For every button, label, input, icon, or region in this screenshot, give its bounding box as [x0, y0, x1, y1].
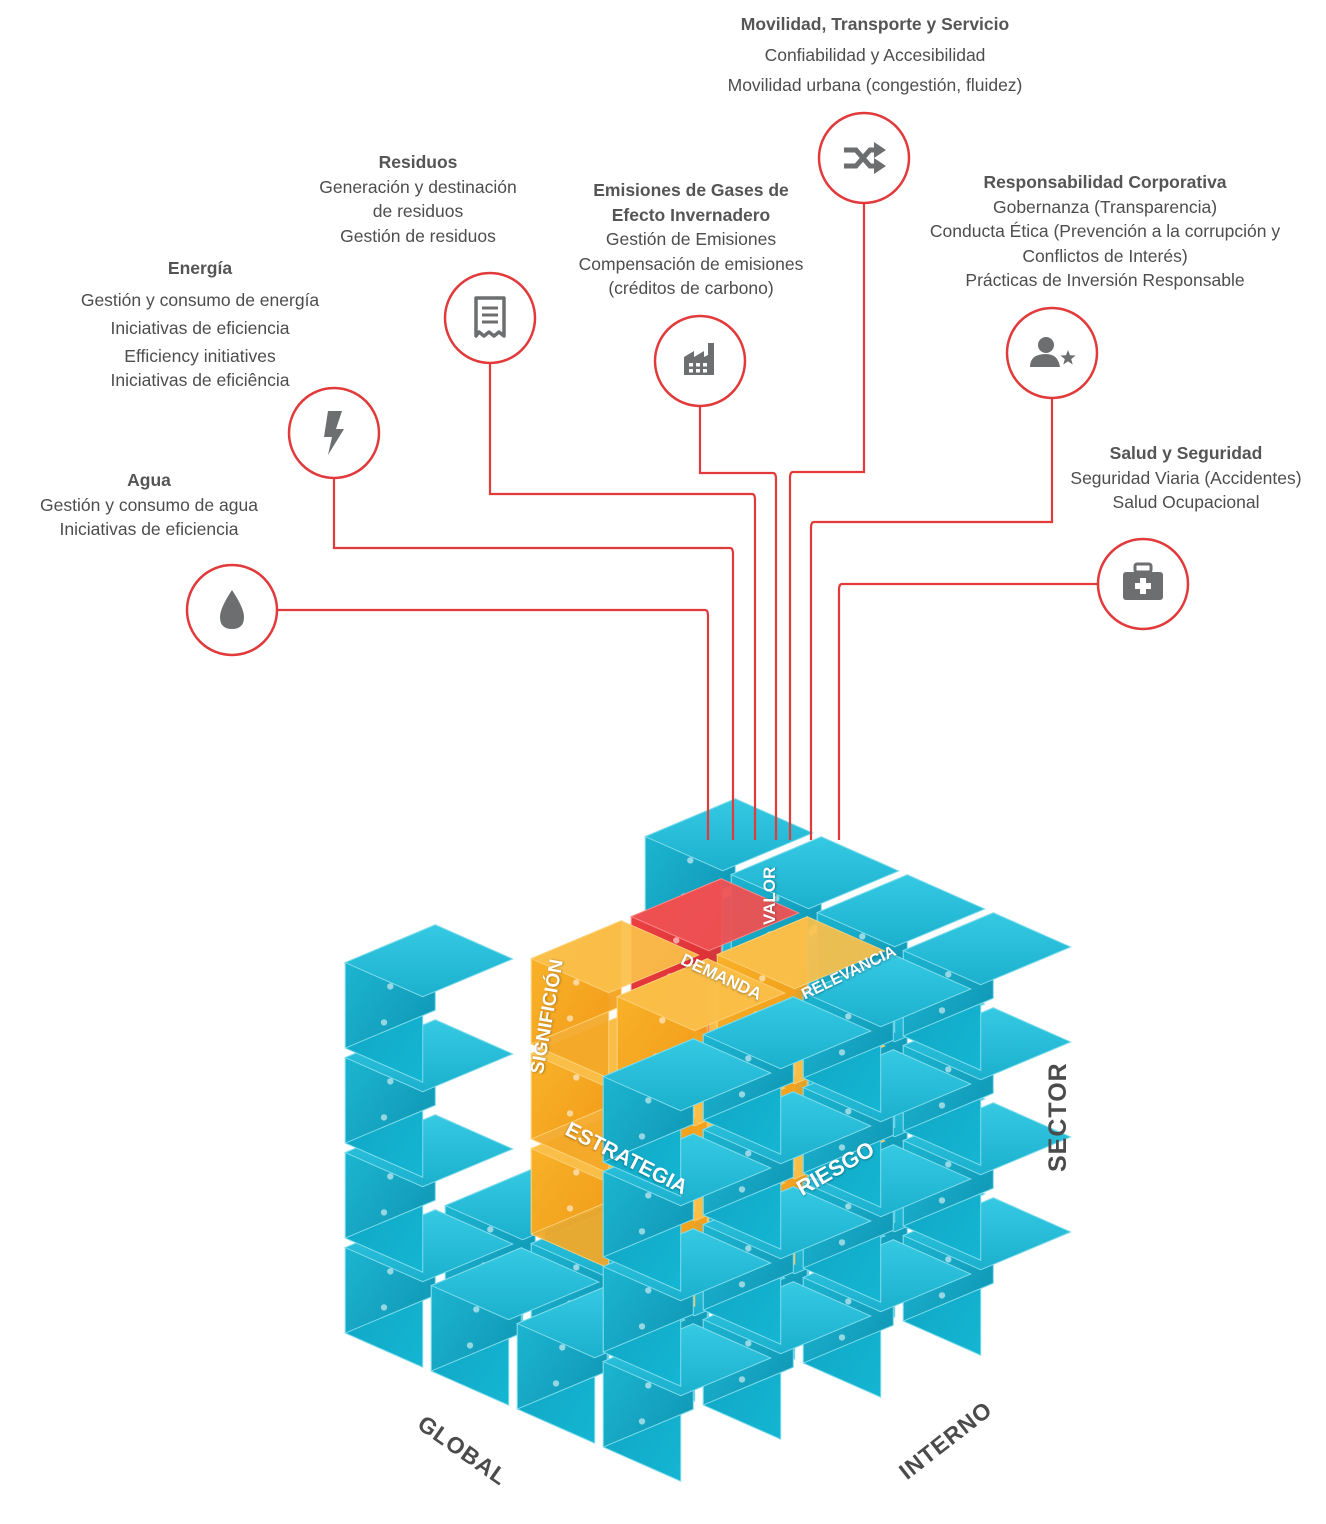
water-drop-icon — [220, 590, 244, 629]
topic-line: Gestión de residuos — [340, 225, 496, 246]
factory-icon — [684, 343, 714, 375]
topic-line: Conducta Ética (Prevención a la corrupci… — [929, 221, 1281, 241]
first-aid-kit-icon — [1123, 562, 1163, 600]
topic-line: Prácticas de Inversión Responsable — [965, 270, 1245, 290]
topic-responsabilidad: Responsabilidad Corporativa Gobernanza (… — [890, 170, 1320, 293]
topic-line: Gestión y consumo de agua — [40, 494, 258, 515]
topic-title: Energía — [167, 258, 233, 278]
topic-emisiones: Emisiones de Gases de Efecto Invernadero… — [541, 178, 841, 301]
topic-line: Confiabilidad y Accesibilidad — [764, 44, 986, 65]
topic-title: Movilidad, Transporte y Servicio — [740, 14, 1010, 34]
topic-line: Gestión y consumo de energía — [80, 290, 320, 310]
topic-line: Conflictos de Interés) — [1022, 245, 1188, 266]
topic-line: de residuos — [372, 201, 464, 221]
topic-title: Salud y Seguridad — [1109, 443, 1263, 463]
agua-icon-circle — [185, 563, 279, 657]
energia-icon-circle — [287, 386, 381, 480]
user-star-icon — [1030, 337, 1076, 367]
connector-emisiones — [698, 406, 778, 840]
topic-line: Efficiency initiatives — [124, 346, 276, 366]
topic-line: Iniciativas de eficiencia — [110, 318, 290, 338]
lightning-icon — [324, 411, 344, 455]
topic-line: Generación y destinación — [319, 176, 517, 197]
topic-title: Responsabilidad Corporativa — [983, 172, 1227, 192]
topic-salud: Salud y Seguridad Seguridad Viaria (Acci… — [1050, 441, 1322, 515]
responsabilidad-icon-circle — [1005, 306, 1099, 400]
label-valor: VALOR — [760, 866, 779, 925]
connector-responsabilidad — [809, 398, 1054, 840]
topic-line: (créditos de carbono) — [608, 278, 774, 298]
emisiones-icon-circle — [653, 314, 747, 408]
topic-icons — [185, 111, 1190, 657]
topic-line: Compensación de emisiones — [578, 253, 804, 274]
topic-line: Movilidad urbana (congestión, fluidez) — [727, 75, 1023, 95]
cube-grid — [344, 797, 1072, 1483]
topic-agua: Agua Gestión y consumo de agua Iniciativ… — [10, 468, 288, 542]
topic-line: Iniciativas de eficiencia — [59, 519, 239, 539]
topic-line: Gobernanza (Transparencia) — [992, 196, 1218, 217]
topic-title: Emisiones de Gases de — [593, 180, 789, 200]
topic-line: Salud Ocupacional — [1112, 492, 1260, 512]
topic-title: Agua — [127, 470, 171, 490]
blue-cube — [430, 1246, 600, 1407]
axis-label-sector: SECTOR — [1044, 1062, 1072, 1172]
topic-title-line2: Efecto Invernadero — [611, 204, 771, 225]
blue-cube — [602, 1037, 772, 1198]
connector-salud — [837, 582, 1098, 840]
receipt-icon — [474, 296, 506, 338]
topic-residuos: Residuos Generación y destinación de res… — [283, 150, 553, 248]
connector-agua — [277, 608, 710, 840]
topic-energia: Energía Gestión y consumo de energía Ini… — [40, 254, 360, 394]
topic-line: Gestión de Emisiones — [605, 229, 777, 249]
orange-cube — [530, 919, 700, 1080]
residuos-icon-circle — [443, 271, 537, 365]
movilidad-icon-circle — [817, 111, 911, 205]
topic-title: Residuos — [378, 152, 458, 172]
blue-cube — [902, 911, 1072, 1072]
blue-cube — [344, 923, 514, 1084]
topic-line: Seguridad Viaria (Accidentes) — [1070, 467, 1302, 488]
connector-lines — [277, 203, 1098, 840]
connector-energia — [332, 478, 735, 840]
connector-movilidad — [788, 203, 866, 840]
topic-movilidad: Movilidad, Transporte y Servicio Confiab… — [660, 12, 1090, 98]
salud-icon-circle — [1096, 537, 1190, 631]
topic-line: Iniciativas de eficiência — [110, 370, 290, 390]
connector-residuos — [488, 363, 757, 840]
shuffle-icon — [844, 142, 886, 174]
